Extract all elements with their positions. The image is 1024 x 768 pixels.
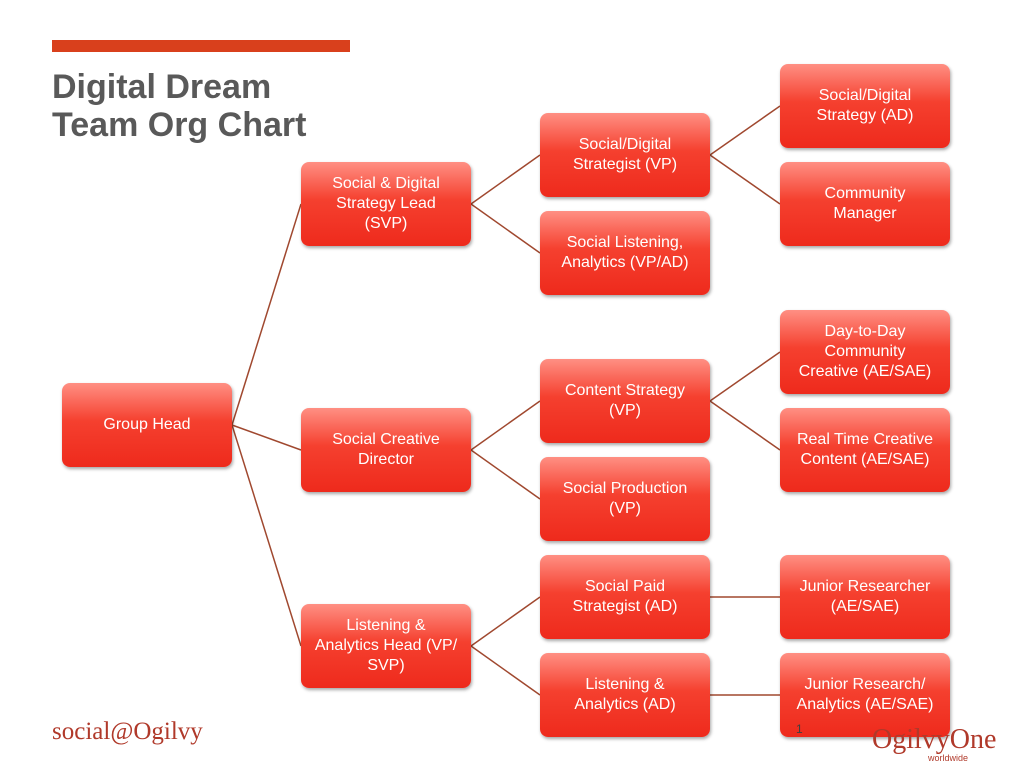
accent-bar [52,40,350,52]
connector [470,596,541,647]
connector [231,203,302,426]
node-realtime-creative[interactable]: Real Time Creative Content (AE/SAE) [780,408,950,492]
connector [709,351,781,402]
connector [470,154,541,205]
ogilvyone-logo-sub: worldwide [928,753,969,763]
connector [231,424,302,451]
node-digital-strategy-ad[interactable]: Social/Digital Strategy (AD) [780,64,950,148]
node-content-strategy[interactable]: Content Strategy (VP) [540,359,710,443]
node-community-creative[interactable]: Day-to-Day Community Creative (AE/SAE) [780,310,950,394]
page-title: Digital Dream Team Org Chart [52,68,306,144]
node-group-head[interactable]: Group Head [62,383,232,467]
ogilvyone-logo: OgilvyOne [872,724,997,755]
node-community-manager[interactable]: Community Manager [780,162,950,246]
title-line: Digital Dream [52,68,272,106]
node-creative-director[interactable]: Social Creative Director [301,408,471,492]
node-social-production[interactable]: Social Production (VP) [540,457,710,541]
connector [709,105,781,156]
connector [470,203,541,254]
connector [231,424,302,647]
node-listening-analytics-ad[interactable]: Listening & Analytics (AD) [540,653,710,737]
connector [470,449,541,500]
connector [470,645,541,696]
node-junior-researcher[interactable]: Junior Researcher (AE/SAE) [780,555,950,639]
node-analytics-head[interactable]: Listening & Analytics Head (VP/ SVP) [301,604,471,688]
social-ogilvy-logo: social@Ogilvy [52,718,203,745]
connector [709,154,781,205]
node-junior-research-analytics[interactable]: Junior Research/ Analytics (AE/SAE) [780,653,950,737]
node-digital-strategist[interactable]: Social/Digital Strategist (VP) [540,113,710,197]
node-paid-strategist[interactable]: Social Paid Strategist (AD) [540,555,710,639]
connector [709,400,781,451]
node-listening-analytics-vp[interactable]: Social Listening, Analytics (VP/AD) [540,211,710,295]
connector [470,400,541,451]
node-strategy-lead[interactable]: Social & Digital Strategy Lead (SVP) [301,162,471,246]
page-number: 1 [796,722,803,736]
title-line: Team Org Chart [52,106,307,144]
